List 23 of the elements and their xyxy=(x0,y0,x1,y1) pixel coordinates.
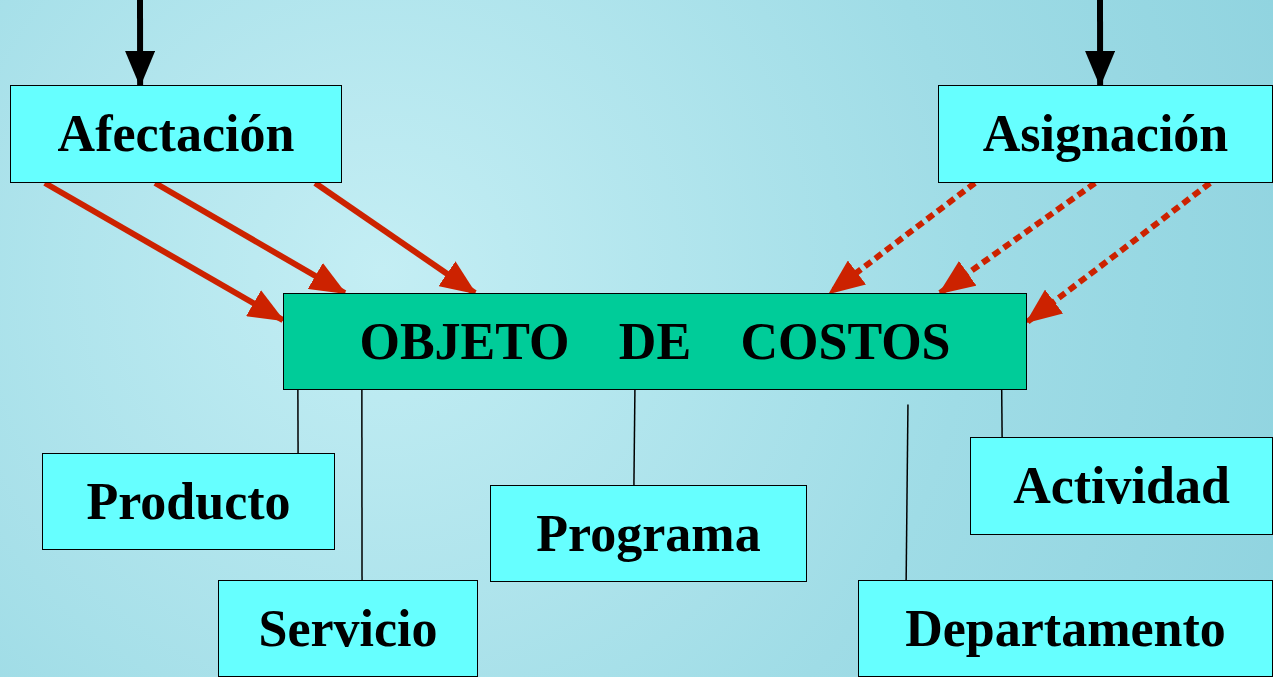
arrow xyxy=(1085,0,1116,87)
box-label: Departamento xyxy=(905,602,1226,655)
cost-object-box xyxy=(490,485,807,582)
box-label: Actividad xyxy=(1013,460,1230,512)
connector-line xyxy=(297,389,299,454)
box-label: Producto xyxy=(86,475,291,528)
connector-line xyxy=(905,403,909,581)
cost-object-box xyxy=(858,580,1273,677)
box-label: Programa xyxy=(536,507,761,560)
box-label: OBJETO DE COSTOS xyxy=(359,315,951,368)
cost-object-box xyxy=(42,453,335,550)
arrow xyxy=(125,0,156,87)
box-label: Afectación xyxy=(57,108,295,160)
cost-object-box xyxy=(970,437,1273,535)
category-box xyxy=(10,85,342,183)
connector-line xyxy=(633,389,636,486)
box-label: Asignación xyxy=(982,108,1229,160)
category-box xyxy=(938,85,1273,183)
connector-line xyxy=(361,389,363,581)
box-label: Servicio xyxy=(258,602,438,655)
cost-object-box xyxy=(218,580,478,677)
central-box xyxy=(283,293,1027,390)
connector-line xyxy=(1000,389,1003,438)
